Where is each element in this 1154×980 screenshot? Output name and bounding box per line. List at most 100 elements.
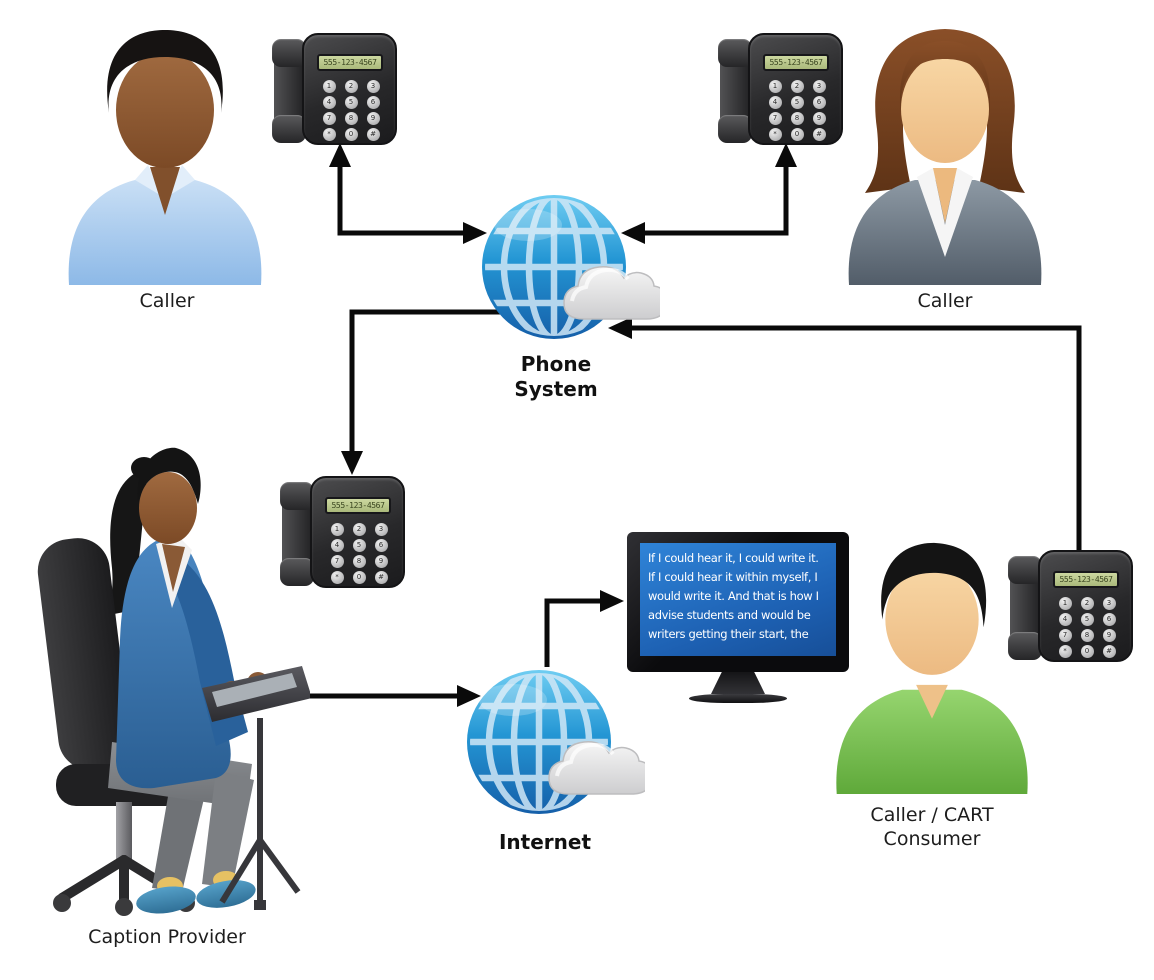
phone-key-1: 1 xyxy=(322,80,336,93)
person-icon xyxy=(836,542,1028,795)
phone-key-#: # xyxy=(374,571,388,584)
phone-key-*: * xyxy=(322,128,336,141)
phone-key-7: 7 xyxy=(330,555,344,568)
phone-key-*: * xyxy=(330,571,344,584)
caller-top-left-label: Caller xyxy=(139,290,195,312)
phone-system-globe-icon xyxy=(480,191,660,345)
phone-key-3: 3 xyxy=(374,523,388,536)
phone-key-4: 4 xyxy=(768,96,782,109)
stenographer-icon xyxy=(37,447,312,916)
phone-key-5: 5 xyxy=(790,96,804,109)
phone-lcd-display: 555-123-4567 xyxy=(317,54,383,71)
person-icon xyxy=(68,30,262,285)
phone-key-8: 8 xyxy=(344,112,358,125)
person-caller-top-left xyxy=(55,16,275,292)
monitor-screen: If I could hear it, I could write it.If … xyxy=(640,543,836,656)
tripod-stand-icon xyxy=(219,718,301,904)
caller-top-right-label: Caller xyxy=(917,290,973,312)
connector-phone-system-caption-phone xyxy=(341,309,500,475)
phone-key-3: 3 xyxy=(812,80,826,93)
caption-line: If I could hear it, I could write it. xyxy=(648,551,819,565)
phone-key-5: 5 xyxy=(352,539,366,552)
phone-system-label: Phone System xyxy=(514,352,598,401)
phone-key-9: 9 xyxy=(812,112,826,125)
caption-line: advise students and would be xyxy=(648,608,811,622)
monitor-stand-base xyxy=(689,694,787,703)
caption-line: would write it. And that is how I xyxy=(648,589,819,603)
phone-key-0: 0 xyxy=(352,571,366,584)
internet-globe-icon xyxy=(465,666,645,820)
phone-key-2: 2 xyxy=(790,80,804,93)
monitor-bezel: If I could hear it, I could write it.If … xyxy=(627,532,849,672)
connector-internet-monitor xyxy=(544,590,624,667)
phone-lcd-display: 555-123-4567 xyxy=(1053,571,1119,588)
connector-caller1-phone-system xyxy=(329,143,487,244)
phone-handset xyxy=(1008,556,1042,660)
phone-key-5: 5 xyxy=(1080,613,1094,626)
phone-key-#: # xyxy=(812,128,826,141)
phone-handset xyxy=(718,39,752,143)
connector-caption-provider-internet xyxy=(292,685,481,707)
steno-machine-icon xyxy=(202,666,312,722)
phone-key-7: 7 xyxy=(322,112,336,125)
phone-key-0: 0 xyxy=(344,128,358,141)
phone-key-9: 9 xyxy=(374,555,388,568)
phone-key-4: 4 xyxy=(330,539,344,552)
person-caption-provider xyxy=(20,440,312,924)
phone-key-#: # xyxy=(1102,645,1116,658)
phone-key-#: # xyxy=(366,128,380,141)
caption-line: writers getting their start, the xyxy=(648,627,809,641)
phone-key-3: 3 xyxy=(1102,597,1116,610)
phone-key-6: 6 xyxy=(366,96,380,109)
person-caller-top-right xyxy=(835,16,1055,292)
phone-key-7: 7 xyxy=(768,112,782,125)
phone-key-1: 1 xyxy=(1058,597,1072,610)
phone-lcd-display: 555-123-4567 xyxy=(325,497,391,514)
phone-key-*: * xyxy=(1058,645,1072,658)
connector-caller2-phone-system xyxy=(621,143,797,244)
monitor-stand-neck xyxy=(711,672,765,694)
cart-consumer-label: Caller / CART Consumer xyxy=(870,804,994,850)
caption-provider-label: Caption Provider xyxy=(88,926,246,948)
phone-key-2: 2 xyxy=(352,523,366,536)
phone-key-1: 1 xyxy=(330,523,344,536)
phone-lcd-display: 555-123-4567 xyxy=(763,54,829,71)
phone-key-8: 8 xyxy=(1080,629,1094,642)
phone-key-2: 2 xyxy=(344,80,358,93)
phone-key-*: * xyxy=(768,128,782,141)
person-icon xyxy=(848,29,1042,285)
phone-handset xyxy=(272,39,306,143)
phone-key-6: 6 xyxy=(374,539,388,552)
phone-key-4: 4 xyxy=(322,96,336,109)
phone-key-2: 2 xyxy=(1080,597,1094,610)
phone-key-7: 7 xyxy=(1058,629,1072,642)
phone-key-0: 0 xyxy=(790,128,804,141)
phone-key-6: 6 xyxy=(812,96,826,109)
phone-key-6: 6 xyxy=(1102,613,1116,626)
phone-handset xyxy=(280,482,314,586)
person-cart-consumer xyxy=(822,528,1042,800)
phone-key-8: 8 xyxy=(790,112,804,125)
internet-label: Internet xyxy=(498,830,592,854)
phone-key-1: 1 xyxy=(768,80,782,93)
caption-monitor: If I could hear it, I could write it.If … xyxy=(627,532,849,703)
phone-key-5: 5 xyxy=(344,96,358,109)
phone-key-0: 0 xyxy=(1080,645,1094,658)
phone-key-4: 4 xyxy=(1058,613,1072,626)
phone-key-9: 9 xyxy=(366,112,380,125)
connector-consumer-phone-phone-system xyxy=(608,317,1082,552)
